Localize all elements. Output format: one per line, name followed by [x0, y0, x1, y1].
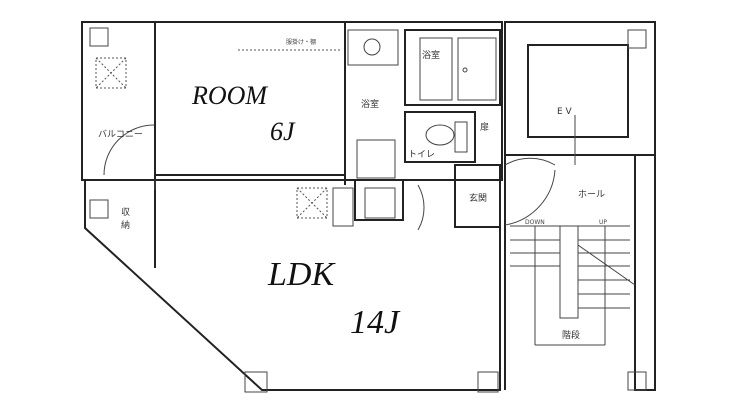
- hall-label: ホール: [578, 189, 605, 200]
- ldk-size: 14J: [350, 304, 401, 341]
- bathroom-label: 浴室: [422, 49, 440, 61]
- stairs-label: 階段: [562, 329, 580, 341]
- elevator-label: E V: [557, 107, 573, 117]
- walls: [81, 21, 656, 393]
- staircase: [510, 225, 636, 346]
- ldk-label: LDK: [267, 256, 336, 293]
- storage-label-1: 収: [121, 206, 130, 218]
- room-size: 6J: [270, 117, 296, 146]
- washroom-label: 浴室: [361, 98, 379, 110]
- room-label: ROOM: [191, 81, 268, 110]
- toilet-label: トイレ: [408, 150, 435, 160]
- closet-label: 服掛け・棚: [286, 38, 316, 46]
- stair-up-label: UP: [599, 219, 607, 226]
- entrance-label: 玄関: [469, 192, 487, 204]
- stair-down-label: DOWN: [525, 219, 545, 226]
- balcony-label: バルコニー: [98, 129, 143, 140]
- storage-label-2: 納: [121, 219, 130, 231]
- shoe-cabinet-label: 扉: [480, 121, 489, 133]
